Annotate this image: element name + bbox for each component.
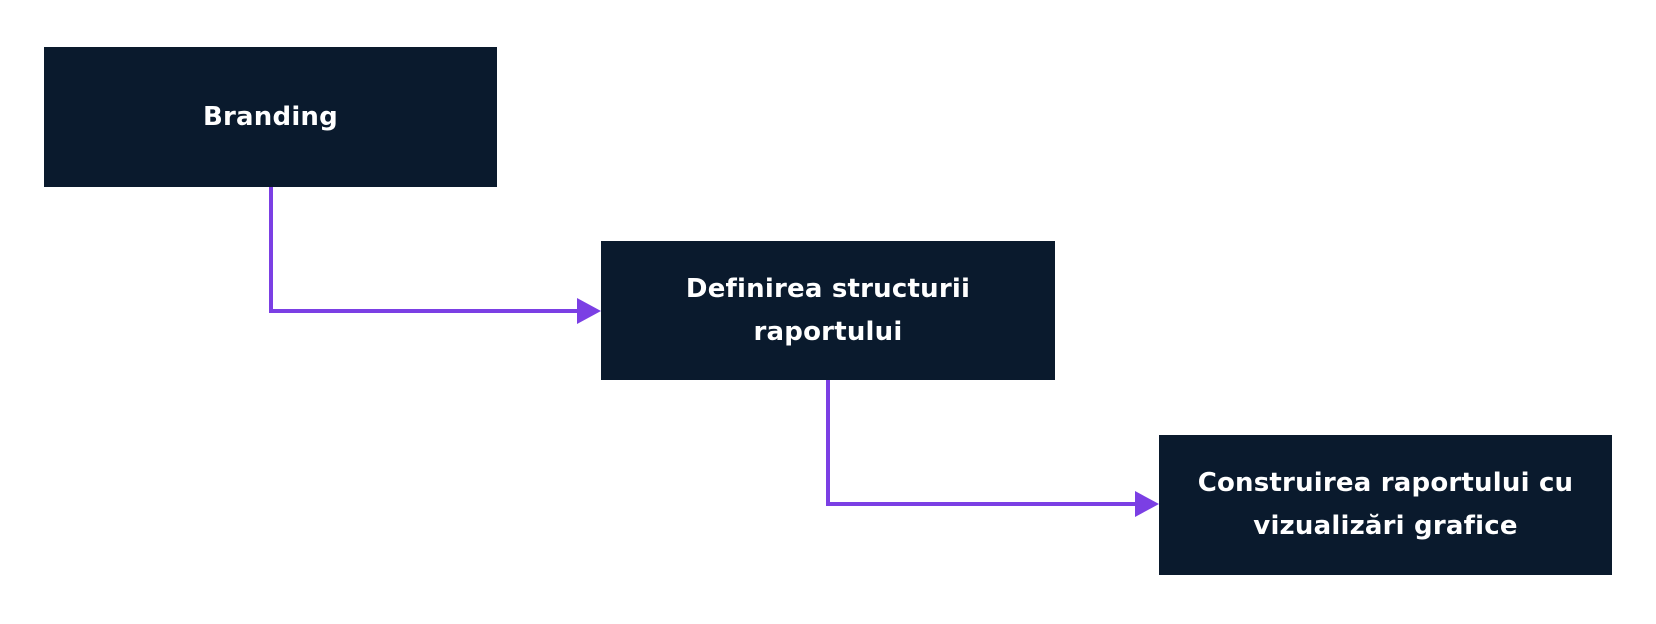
arrowhead-icon: [1135, 491, 1159, 517]
step-box-report-building: Construirea raportului cu vizualizări gr…: [1159, 435, 1612, 575]
connector-branding-to-structure: [269, 187, 601, 324]
connector-structure-to-visualizations: [826, 380, 1159, 517]
step-label: Branding: [203, 101, 338, 132]
arrowhead-icon: [577, 298, 601, 324]
step-box-branding: Branding: [44, 47, 497, 187]
connector-line: [826, 380, 1136, 506]
step-label: Construirea raportului cu vizualizări gr…: [1197, 468, 1574, 541]
connector-line: [269, 187, 578, 313]
step-box-report-structure: Definirea structurii raportului: [601, 241, 1055, 380]
step-label: Definirea structurii raportului: [685, 273, 971, 347]
